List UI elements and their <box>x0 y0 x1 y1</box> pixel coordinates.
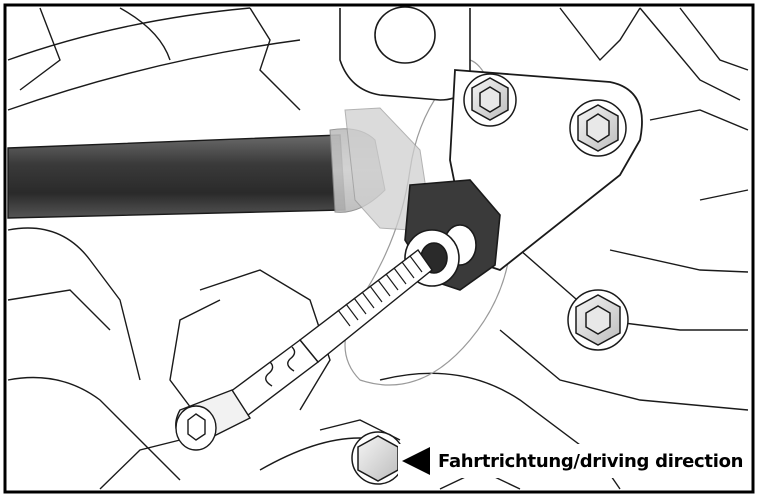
caption-text: Fahrtrichtung/driving direction <box>438 450 744 472</box>
caption-backdrop <box>398 444 738 478</box>
driving-direction-label: Fahrtrichtung/driving direction <box>402 446 743 476</box>
arrow-left-icon <box>402 447 430 475</box>
frame-border <box>3 3 755 494</box>
hex-bolt-top-right <box>569 99 627 157</box>
socket-head-bolt <box>175 249 433 451</box>
top-stud <box>339 6 471 101</box>
hex-bolt-bottom <box>351 431 405 485</box>
housing-outline <box>7 7 749 490</box>
stabilizer-rod <box>7 107 431 231</box>
hex-bolt-top-left <box>463 73 517 127</box>
hex-bolt-right <box>567 289 629 351</box>
